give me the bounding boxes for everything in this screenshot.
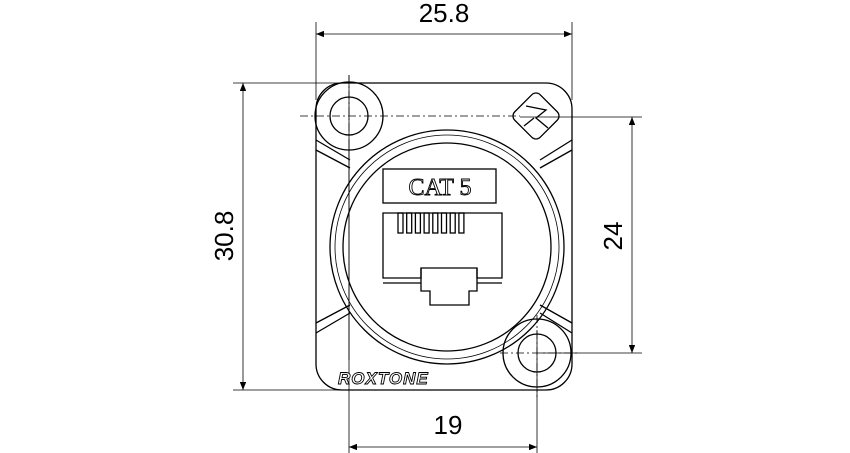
- dimension-hole-horizontal: 19: [349, 410, 537, 451]
- rj45-pin: [449, 212, 456, 234]
- rj45-pins: [397, 212, 465, 234]
- dimension-label-height: 30.8: [209, 211, 239, 262]
- cat-label: CAT 5: [382, 168, 497, 204]
- connector-plate: [315, 82, 573, 391]
- dimension-label-width: 25.8: [419, 0, 470, 28]
- dimension-label-hole-horizontal: 19: [434, 410, 463, 440]
- mounting-hole-bottom-right: [500, 315, 580, 397]
- rj45-pin: [414, 212, 422, 234]
- dimension-height: 30.8: [209, 83, 247, 390]
- rj45-pin: [432, 212, 439, 234]
- mounting-hole-top-left: [300, 75, 520, 160]
- extension-lines: [233, 22, 642, 453]
- brand-text: ROXTONE: [338, 369, 429, 388]
- cat-label-text: CAT 5: [409, 175, 472, 201]
- rj45-pin: [458, 212, 465, 234]
- rj45-pin: [440, 212, 448, 234]
- rj45-pin: [423, 212, 430, 234]
- dimension-width: 25.8: [316, 0, 572, 38]
- rj45-housing: [329, 129, 565, 365]
- rj45-pin: [406, 212, 413, 234]
- dimension-label-hole-vertical: 24: [598, 222, 628, 251]
- roxtone-logo-icon: [512, 92, 560, 140]
- dimension-hole-vertical: 24: [598, 117, 636, 353]
- rj45-pin: [397, 212, 404, 234]
- rj45-port: [382, 212, 503, 306]
